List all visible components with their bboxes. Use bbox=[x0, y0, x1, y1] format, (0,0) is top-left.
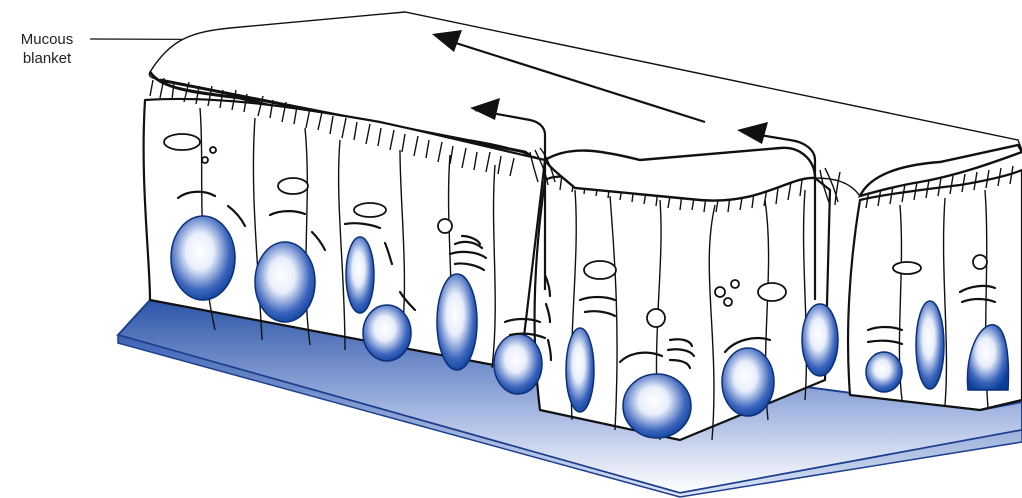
nucleus bbox=[802, 304, 838, 376]
nucleus bbox=[494, 334, 542, 394]
nucleus bbox=[437, 274, 477, 370]
nucleus bbox=[171, 216, 235, 300]
nucleus bbox=[346, 237, 374, 313]
nucleus bbox=[916, 301, 944, 389]
nucleus bbox=[623, 374, 691, 438]
nucleus bbox=[866, 352, 902, 392]
nucleus bbox=[255, 242, 315, 322]
nucleus bbox=[363, 305, 411, 361]
nucleus bbox=[566, 328, 594, 412]
nucleus bbox=[722, 348, 774, 416]
